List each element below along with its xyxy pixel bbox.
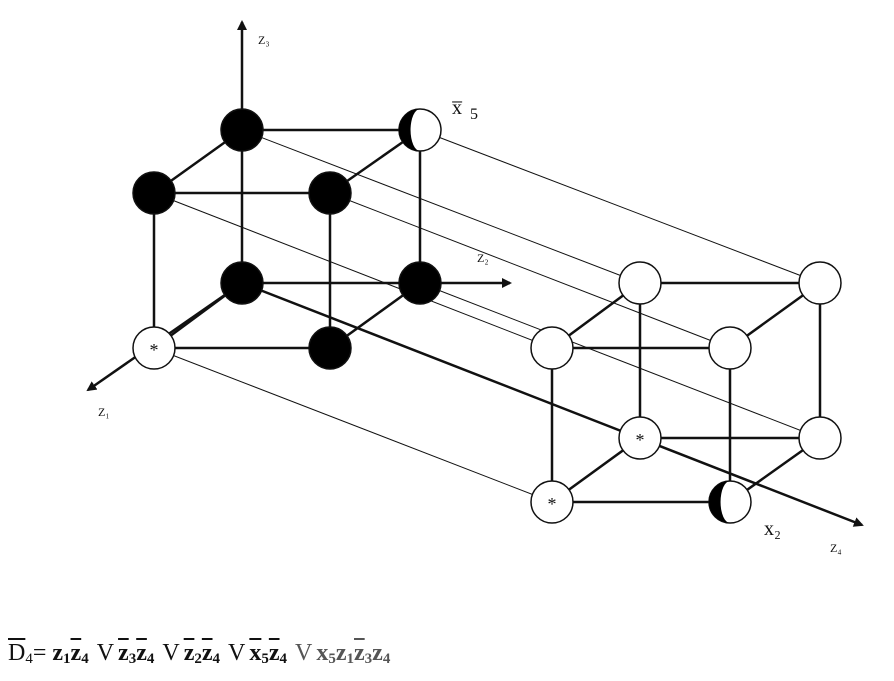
formula-index: 4 xyxy=(212,651,221,667)
formula-index: 3 xyxy=(364,651,373,667)
formula-equals: = xyxy=(32,640,47,666)
star-mark: * xyxy=(548,494,557,514)
axis-label-z3: Z₃ xyxy=(258,33,270,47)
connector-line xyxy=(419,282,821,439)
half-fill-mark xyxy=(399,109,420,151)
connector-line xyxy=(419,129,821,284)
formula-or: V xyxy=(295,640,313,666)
formula-lhs-index: 4 xyxy=(25,651,33,667)
vertex-empty xyxy=(530,326,574,370)
formula-variable: x xyxy=(316,640,329,666)
formula-or: V xyxy=(96,640,115,666)
formula-variable: z xyxy=(201,640,213,666)
formula-index: 1 xyxy=(346,651,355,667)
formula-lhs: D4= xyxy=(8,640,52,667)
vertex-empty xyxy=(708,326,752,370)
formula-variable: z xyxy=(183,640,195,666)
star-mark: * xyxy=(150,340,159,360)
vertex-star: * xyxy=(132,326,176,370)
vertex-filled xyxy=(132,171,176,215)
connector-line xyxy=(153,192,553,349)
formula-index: 4 xyxy=(279,651,288,667)
axis-label-z4: Z₄ xyxy=(830,541,842,555)
vertex-empty xyxy=(618,261,662,305)
formula-index: 1 xyxy=(63,651,71,667)
half-fill-mark xyxy=(709,481,730,523)
formula-variable: z xyxy=(354,640,365,666)
vertex-filled xyxy=(220,261,264,305)
label-x5-bar: x̅ xyxy=(451,97,463,119)
axes xyxy=(86,20,864,527)
vertex-layer: * * * xyxy=(132,108,842,524)
formula-index: 4 xyxy=(382,651,391,667)
formula-index: 3 xyxy=(128,651,137,667)
formula-variable: z xyxy=(118,640,129,666)
connector-line xyxy=(153,347,553,503)
connector-line xyxy=(329,192,731,349)
formula-or: V xyxy=(228,640,246,666)
formula-variable: z xyxy=(136,640,147,666)
vertex-filled xyxy=(308,171,352,215)
axis-label-z1: Z₁ xyxy=(98,405,110,419)
right-cube-edges xyxy=(550,281,822,504)
formula-variable: z xyxy=(372,640,383,666)
formula-or: V xyxy=(162,640,180,666)
vertex-filled xyxy=(308,326,352,370)
formula-variable: z xyxy=(335,640,347,666)
formula-index: 5 xyxy=(328,651,336,667)
formula-variable: z xyxy=(268,640,280,666)
label-x2: x₂ xyxy=(764,518,781,540)
formula-index: 5 xyxy=(261,651,269,667)
formula-index: 4 xyxy=(81,651,89,667)
cube-connector-lines xyxy=(153,129,821,503)
label-x5-index: 5 xyxy=(470,106,478,123)
formula-index: 2 xyxy=(194,651,202,667)
vertex-half xyxy=(398,108,442,152)
formula-variable: x xyxy=(249,640,262,666)
vertex-filled xyxy=(398,261,442,305)
formula-variable: z xyxy=(52,640,64,666)
hypercube-svg: Z₃ Z₂ Z₁ Z₄ x̅ 5 x₂ * * * xyxy=(86,20,864,555)
vertex-empty xyxy=(798,261,842,305)
formula-lhs-letter: D xyxy=(8,640,26,666)
formula-term: z1z4 xyxy=(52,640,88,668)
vertex-empty xyxy=(798,416,842,460)
axis-label-z2: Z₂ xyxy=(477,251,489,265)
star-mark: * xyxy=(636,430,645,450)
formula-index: 4 xyxy=(146,651,155,667)
vertex-star: * xyxy=(530,480,574,524)
formula-variable: z xyxy=(70,640,82,666)
vertex-filled xyxy=(220,108,264,152)
connector-line xyxy=(241,129,641,284)
vertex-half xyxy=(708,480,752,524)
vertex-star: * xyxy=(618,416,662,460)
